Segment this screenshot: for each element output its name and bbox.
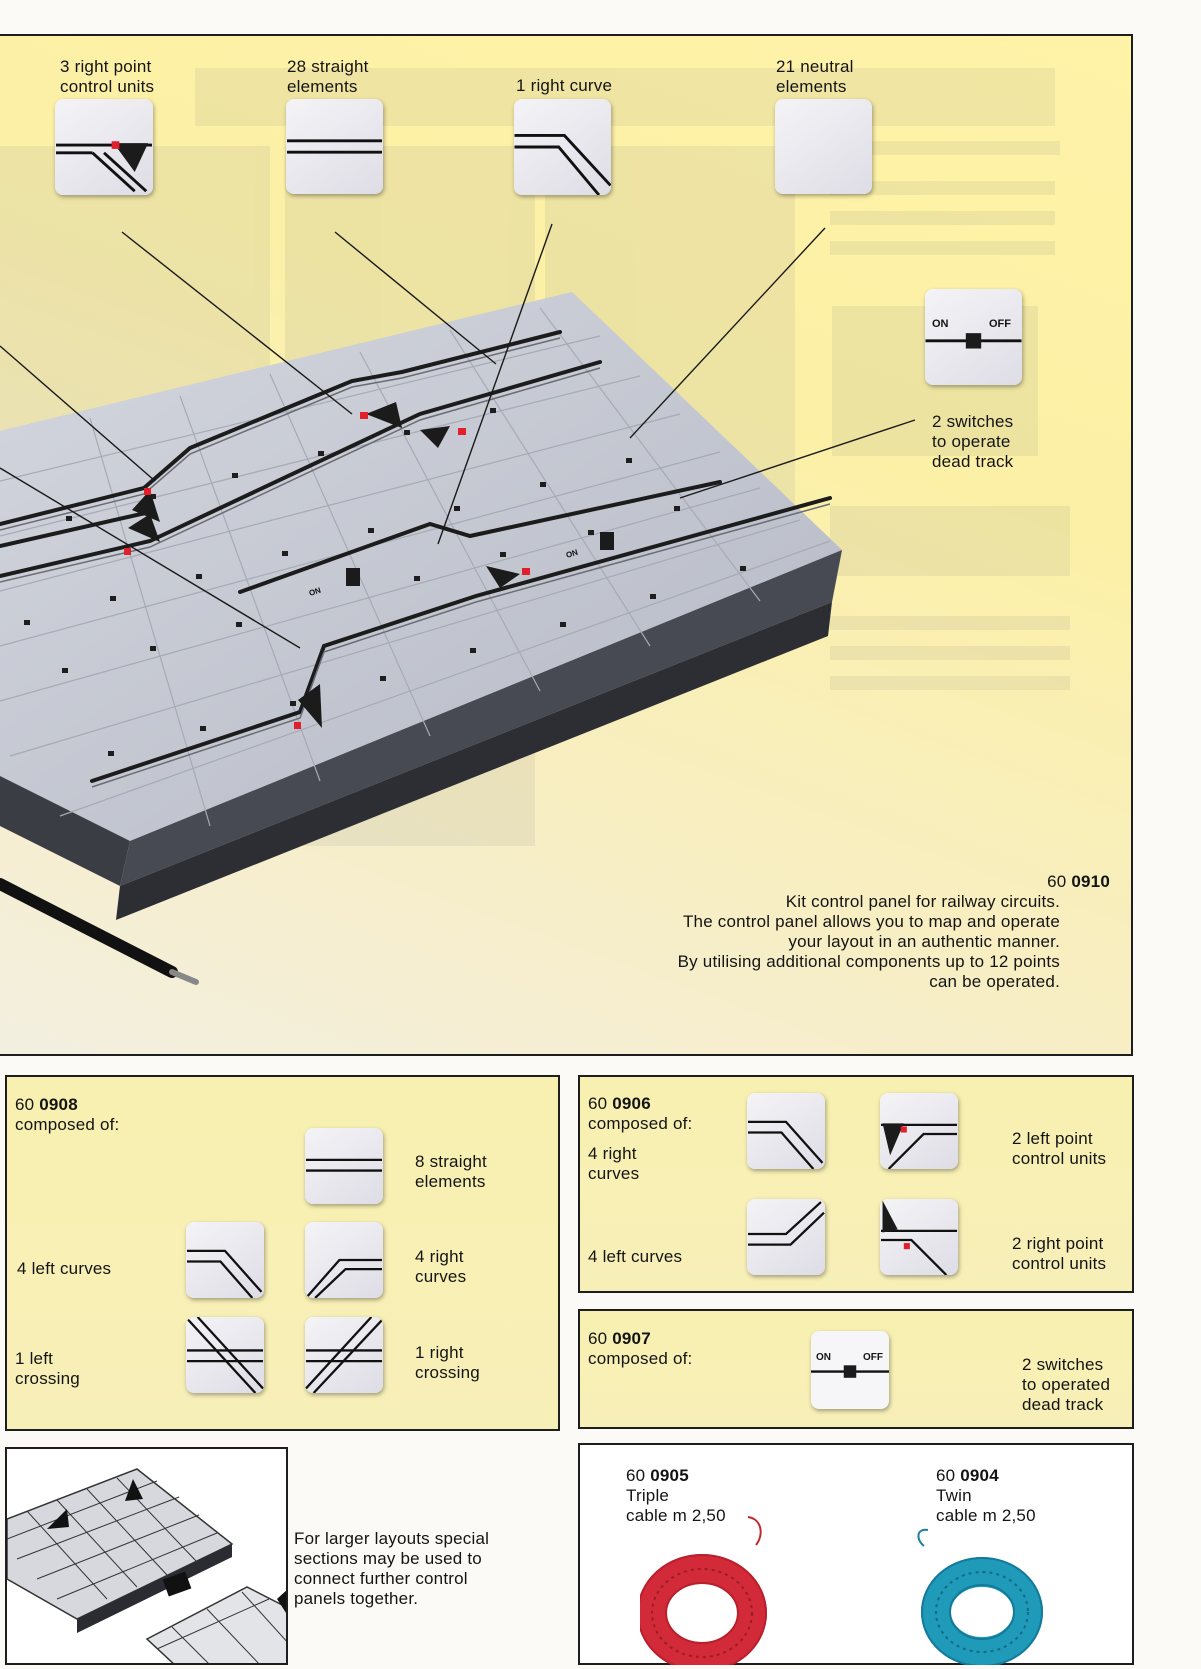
tile-right-curve — [514, 99, 611, 195]
kit-0907-composed: composed of: — [588, 1349, 693, 1368]
tile-right-crossing — [305, 1317, 383, 1393]
cable-0904-code: 60 0904 — [936, 1466, 999, 1485]
switch-on-label: ON — [816, 1352, 831, 1363]
kit-0908-composed: composed of: — [15, 1115, 120, 1134]
tile-left-curve — [186, 1222, 264, 1298]
cable-0904-name: Twin — [936, 1486, 972, 1505]
kit-0908-right-crossing-label: 1 right crossing — [415, 1343, 480, 1382]
kit-0908-code: 60 0908 — [15, 1095, 78, 1114]
switch-off-label: OFF — [863, 1352, 883, 1363]
tile-on-off-switch: ON OFF — [811, 1331, 889, 1409]
tile-straight-element — [286, 99, 383, 194]
twin-cable-coil — [917, 1528, 1043, 1665]
tile-left-curve — [747, 1199, 825, 1275]
switch-off-label: OFF — [989, 318, 1011, 330]
tile-on-off-switch: ON OFF — [925, 289, 1022, 385]
kit-0906-composed: composed of: — [588, 1114, 693, 1133]
tile-right-curve — [305, 1222, 383, 1298]
kit-0908-straight-label: 8 straight elements — [415, 1152, 487, 1191]
product-description: Kit control panel for railway circuits. … — [677, 892, 1060, 991]
cable-0905-name: Triple — [626, 1486, 670, 1505]
tile-left-point-unit — [880, 1093, 958, 1169]
kit-0907-code: 60 0907 — [588, 1329, 651, 1348]
callout-switches: 2 switches to operate dead track — [932, 412, 1014, 471]
cable-0905-code: 60 0905 — [626, 1466, 689, 1485]
cable-0904-length: cable m 2,50 — [936, 1506, 1036, 1525]
kit-0908-box: 60 0908 composed of: 8 straight elements… — [5, 1075, 560, 1431]
kit-0908-right-curves-label: 4 right curves — [415, 1247, 467, 1286]
callout-straight-elements: 28 straight elements — [287, 57, 369, 96]
tile-right-curve — [747, 1093, 825, 1169]
hero-panel: ON ON 3 right point control units 28 str… — [0, 34, 1133, 1056]
kit-0908-left-curves-label: 4 left curves — [17, 1259, 112, 1278]
cables-box: 60 0905 Triple cable m 2,50 60 0904 Twin… — [578, 1443, 1134, 1665]
tile-neutral-element — [775, 99, 872, 194]
callout-point-control-units: 3 right point control units — [60, 57, 155, 96]
callout-right-curve: 1 right curve — [516, 76, 613, 95]
triple-cable-coil — [640, 1516, 767, 1665]
extension-panels-illustration — [7, 1468, 286, 1663]
kit-0908-left-crossing-label: 1 left crossing — [15, 1349, 80, 1388]
kit-0906-right-point-label: 2 right point control units — [1012, 1234, 1107, 1273]
kit-0906-right-curves-label: 4 right curves — [588, 1144, 640, 1183]
tile-right-point-unit — [880, 1199, 958, 1275]
kit-0906-code: 60 0906 — [588, 1094, 651, 1113]
kit-0906-left-point-label: 2 left point control units — [1012, 1129, 1107, 1168]
kit-0907-switches-label: 2 switches to operated dead track — [1022, 1355, 1111, 1414]
extension-illustration-box — [5, 1447, 288, 1665]
switch-on-label: ON — [932, 318, 949, 330]
kit-0906-left-curves-label: 4 left curves — [588, 1247, 683, 1266]
product-code-0910: 60 0910 — [1047, 872, 1110, 891]
tile-point-control-unit — [55, 99, 153, 195]
tile-left-crossing — [186, 1317, 264, 1393]
kit-0907-box: 60 0907 composed of: ON OFF 2 switches t… — [578, 1309, 1134, 1429]
cable-0905-length: cable m 2,50 — [626, 1506, 726, 1525]
svg-text:ON: ON — [308, 586, 322, 598]
callout-neutral-elements: 21 neutral elements — [776, 57, 854, 96]
tile-straight — [305, 1128, 383, 1204]
svg-text:ON: ON — [565, 548, 579, 560]
extension-description: For larger layouts special sections may … — [294, 1529, 490, 1608]
kit-0906-box: 60 0906 composed of: 4 right curves 4 le… — [578, 1075, 1134, 1293]
